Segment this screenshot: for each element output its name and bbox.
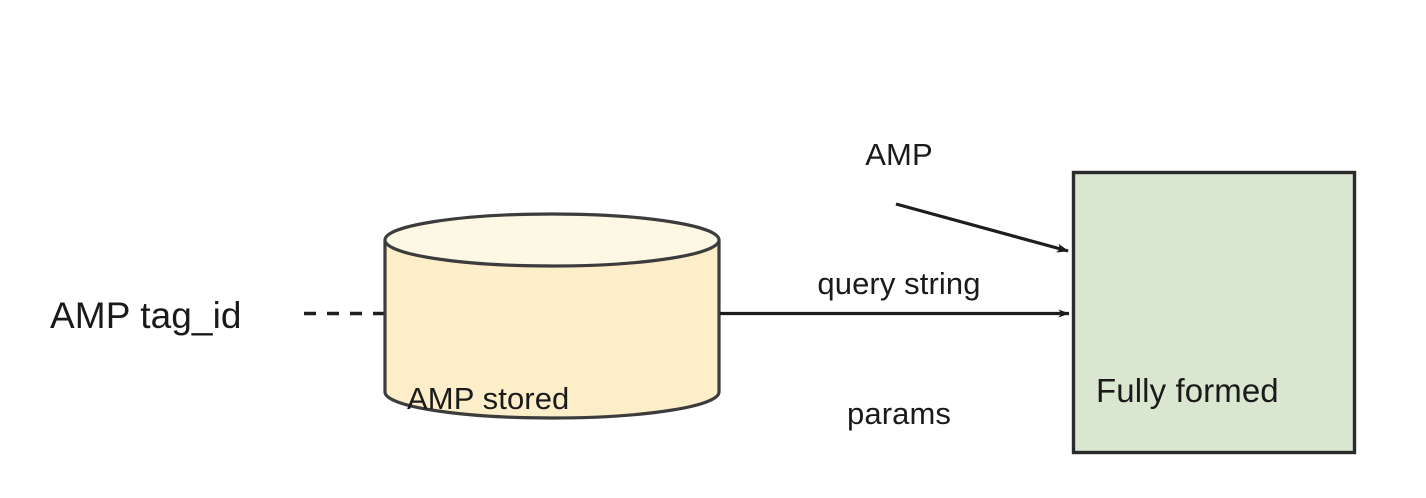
query-params-line-3: params [847,395,951,431]
ortb-line-1: Fully formed [1096,371,1279,409]
ortb-box-shape [1071,170,1357,455]
cylinder-shape [383,212,721,420]
amp-tag-id-label: AMP tag_id [50,295,242,336]
fully-formed-ortb-label: Fully formed ORTB [1096,271,1279,498]
amp-query-string-params-label: AMP query string params [768,47,1030,498]
amp-stored-request-template-label: AMP stored request template [407,283,640,498]
query-params-line-1: AMP [865,137,933,173]
edge-queryparams-to-ortb [895,202,1069,253]
cylinder-line-1: AMP stored [407,381,570,416]
query-params-line-2: query string [817,266,981,302]
